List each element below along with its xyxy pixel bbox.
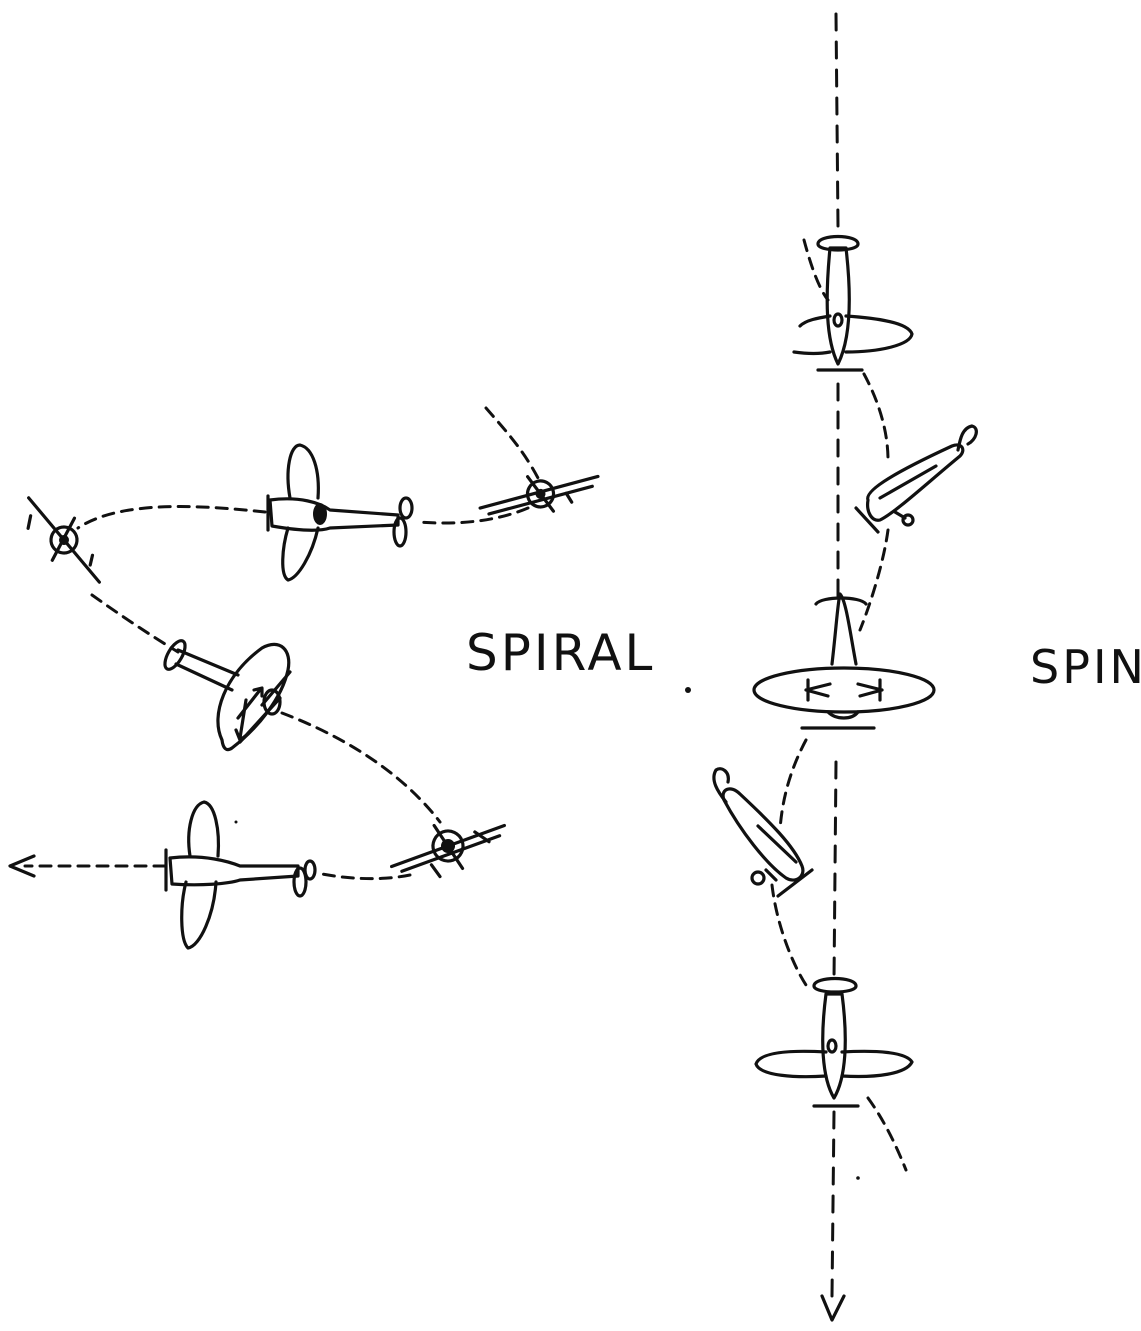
spiral-path-entry <box>484 406 540 480</box>
spin-axis-bottom <box>830 1110 836 1298</box>
spin-aircraft-4 <box>712 767 814 898</box>
spiral-aircraft-topview-2 <box>164 800 317 950</box>
spiral-diagram <box>8 406 691 950</box>
spin-aircraft-2 <box>854 424 978 534</box>
spiral-aircraft-banked <box>163 639 292 752</box>
spin-path-3 <box>858 528 890 632</box>
spin-aircraft-3 <box>752 592 936 730</box>
spin-aircraft-1 <box>792 234 914 372</box>
spin-axis-arrowhead <box>820 1294 846 1322</box>
spiral-path-segment-3 <box>90 593 180 654</box>
spiral-path <box>8 406 540 881</box>
spiral-path-segment-1 <box>416 506 530 525</box>
spin-axis <box>820 12 846 1322</box>
spiral-aircraft-headon-3 <box>390 823 506 879</box>
spin-label: SPIN <box>1030 640 1141 694</box>
spiral-aircraft-headon-1 <box>478 474 600 516</box>
spin-axis-top <box>834 12 840 228</box>
spiral-aircraft-topview-1 <box>266 443 414 582</box>
spin-diagram <box>712 12 978 1322</box>
spin-path-5 <box>770 883 808 987</box>
spiral-ink-dot <box>685 687 691 693</box>
spiral-path-segment-4 <box>280 711 442 824</box>
spiral-path-segment-2 <box>76 505 267 530</box>
spin-path-4 <box>778 738 808 832</box>
spiral-path-segment-5 <box>320 872 412 881</box>
spin-path <box>770 238 908 1180</box>
spin-path-6 <box>866 1096 908 1172</box>
spiral-exit-arrowhead <box>8 854 36 878</box>
spiral-label: SPIRAL <box>466 624 656 682</box>
spiral-aircraft-headon-2 <box>26 496 101 584</box>
spin-path-2 <box>862 372 890 462</box>
spin-aircraft-5 <box>754 976 914 1108</box>
spin-axis-middle <box>832 760 838 982</box>
